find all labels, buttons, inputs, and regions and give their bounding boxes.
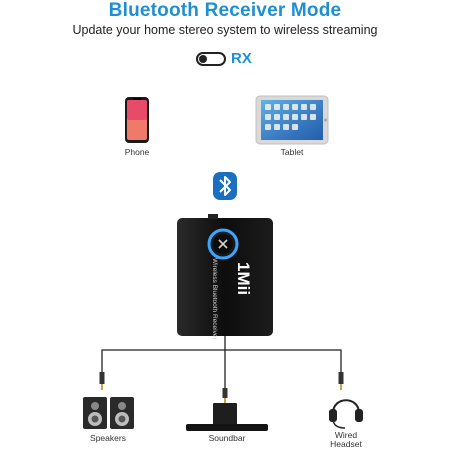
soundbar-icon <box>186 403 268 431</box>
page-title: Bluetooth Receiver Mode <box>108 0 342 21</box>
headset-label-line1: Wired <box>334 430 358 440</box>
tablet-icon <box>255 95 329 145</box>
toggle-switch[interactable] <box>196 51 226 66</box>
tablet-label: Tablet <box>280 147 304 157</box>
headset-icon <box>329 399 363 429</box>
page-subtitle: Update your home stereo system to wirele… <box>72 23 378 37</box>
mode-switch[interactable]: RX <box>196 50 252 67</box>
speakers-label: Speakers <box>90 433 126 443</box>
toggle-knob <box>199 54 207 63</box>
mode-label: RX <box>231 50 252 67</box>
bluetooth-icon <box>213 172 237 200</box>
headset-label: Wired Headset <box>318 431 374 449</box>
soundbar-label: Soundbar <box>208 433 246 443</box>
receiver-device <box>177 214 273 336</box>
phone-label: Phone <box>124 147 150 157</box>
device-brand: 1Mii <box>234 262 253 295</box>
smartphone-icon <box>125 97 149 143</box>
device-product-text: Wireless Bluetooth Receiver <box>211 258 218 340</box>
headset-label-line2: Headset <box>330 439 362 449</box>
audio-plug-icon <box>99 372 344 403</box>
speakers-icon <box>83 397 134 429</box>
cable-lines <box>101 336 342 388</box>
